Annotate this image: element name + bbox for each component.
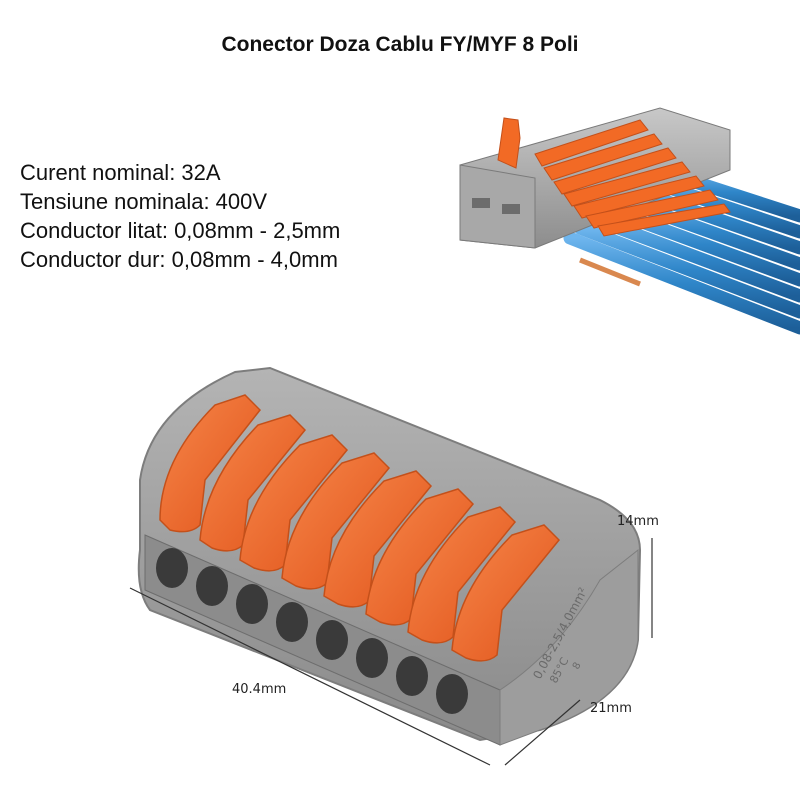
spec-current: Curent nominal: 32A [20,160,221,185]
orange-levers [159,394,561,662]
length-label: 40.4mm [232,682,286,697]
height-label: 14mm [617,514,659,529]
connector-with-wires-photo [459,107,800,335]
spec-solid-conductor: Conductor dur: 0,08mm - 4,0mm [20,247,338,272]
connector-closeup-photo: 0,08-2,5/4,0mm² 8 85°C 40.4mm 14mm 21mm [129,366,659,766]
side-marking-poles: 8 [571,661,584,672]
orange-levers [497,117,731,237]
spec-stranded-conductor: Conductor litat: 0,08mm - 2,5mm [20,218,341,243]
spec-voltage: Tensiune nominala: 400V [20,189,268,214]
depth-label: 21mm [590,701,632,716]
dimension-lines [129,538,653,766]
spec-list: Curent nominal: 32A Tensiune nominala: 4… [20,158,340,274]
page-title: Conector Doza Cablu FY/MYF 8 Poli [221,33,579,56]
copper-conductor [579,257,641,287]
side-face [499,548,639,746]
wire-entry-holes [156,548,468,714]
